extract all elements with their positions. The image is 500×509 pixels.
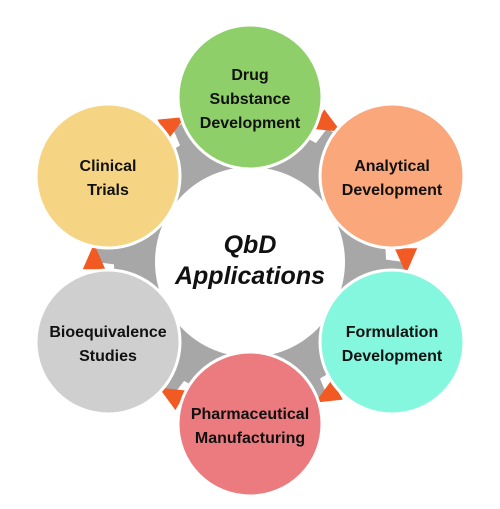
center-circle: [155, 167, 345, 357]
node-circle: [34, 102, 182, 250]
arrow-icon: [158, 387, 187, 411]
node-label-line: Trials: [87, 182, 129, 199]
node-label-line: Development: [342, 348, 443, 365]
node-label-line: Manufacturing: [195, 430, 305, 447]
arrow-icon: [394, 248, 418, 274]
center-title-line1: QbD: [224, 231, 277, 259]
node-label-line: Analytical: [354, 158, 430, 175]
node-circle: [176, 23, 324, 171]
node-label-line: Bioequivalence: [49, 324, 166, 341]
node-label-line: Substance: [210, 91, 291, 108]
node-label-line: Pharmaceutical: [191, 406, 309, 423]
node-circle: [176, 350, 324, 498]
node-circle: [318, 268, 466, 416]
arrow-icon: [157, 117, 186, 140]
arrow-icon: [313, 109, 341, 132]
node-label-line: Development: [200, 115, 301, 132]
node-circle: [318, 102, 466, 250]
cycle-nodes: DrugSubstanceDevelopmentAnalyticalDevelo…: [34, 23, 466, 498]
node-label-line: Formulation: [346, 324, 438, 341]
node-label-line: Studies: [79, 348, 137, 365]
node-label-line: Clinical: [80, 158, 137, 175]
arrow-icon: [315, 380, 343, 403]
cycle-arrows: [82, 109, 418, 411]
node-label-line: Drug: [231, 67, 268, 84]
node-circle: [34, 268, 182, 416]
arrow-icon: [82, 243, 106, 270]
node-label-line: Development: [342, 182, 443, 199]
center-title-line2: Applications: [174, 262, 325, 290]
